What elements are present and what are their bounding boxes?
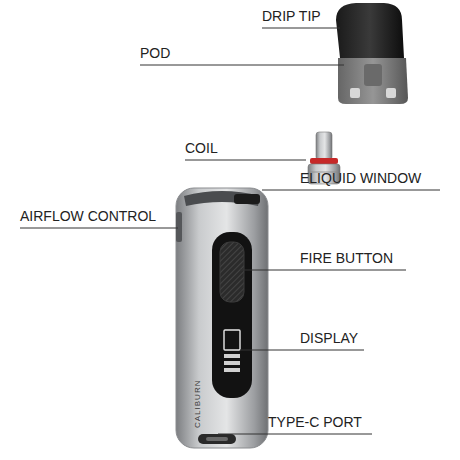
part-label: DRIP TIP xyxy=(262,8,321,24)
part-label: FIRE BUTTON xyxy=(300,250,393,266)
part-label: ELIQUID WINDOW xyxy=(300,170,421,186)
device-body xyxy=(176,188,268,448)
part-label: DISPLAY xyxy=(300,330,358,346)
part-label: TYPE-C PORT xyxy=(268,414,362,430)
leader-lines xyxy=(20,28,440,434)
brand-text: CALIBURN xyxy=(190,380,206,428)
pod-drawing xyxy=(336,3,408,104)
part-label: COIL xyxy=(185,140,218,156)
part-label: POD xyxy=(140,45,170,61)
part-label: AIRFLOW CONTROL xyxy=(20,208,156,224)
